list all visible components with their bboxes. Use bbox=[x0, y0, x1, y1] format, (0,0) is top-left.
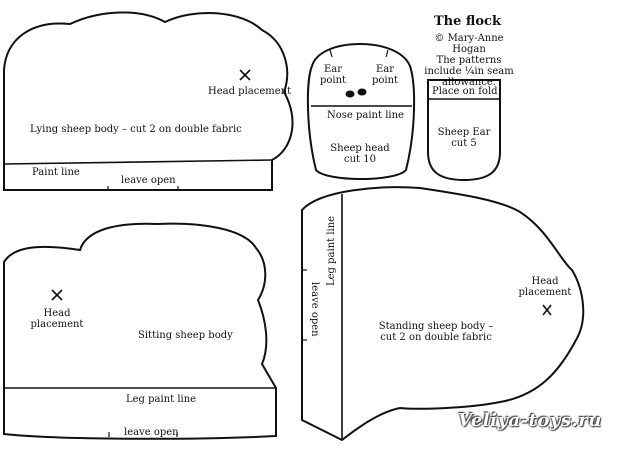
lying-paint-line-label: Paint line bbox=[32, 167, 80, 178]
watermark-logo: Veliya-toys.ru bbox=[458, 410, 602, 431]
seam-allowance-note: The patterns include ¼in seam allowance. bbox=[424, 55, 514, 88]
sitting-leg-paint-line-label: Leg paint line bbox=[126, 394, 197, 405]
page-title: The flock bbox=[434, 14, 501, 29]
lying-head-placement-label: Head placement bbox=[208, 86, 292, 97]
ear-point-right-label: Ear point bbox=[371, 64, 399, 86]
lying-sheep-outline bbox=[3, 11, 294, 191]
lying-sheep-body-label: Lying sheep body – cut 2 on double fabri… bbox=[30, 124, 242, 135]
standing-head-placement-cross-icon bbox=[542, 304, 552, 316]
right-eye-icon bbox=[357, 88, 367, 96]
sitting-sheep-body-label: Sitting sheep body bbox=[138, 330, 233, 341]
lying-head-placement-cross-icon bbox=[239, 69, 251, 81]
standing-leave-open-label: leave open bbox=[309, 282, 320, 337]
copyright-text: © Mary-Anne Hogan bbox=[434, 33, 504, 55]
sheep-head-label: Sheep head cut 10 bbox=[330, 143, 390, 165]
sitting-head-placement-label: Head placement bbox=[30, 308, 84, 330]
sitting-head-placement-cross-icon bbox=[51, 289, 63, 301]
standing-head-placement-label: Head placement bbox=[518, 276, 572, 298]
standing-leg-paint-line-label: Leg paint line bbox=[326, 215, 337, 286]
left-eye-icon bbox=[345, 90, 355, 98]
sheep-head-outline bbox=[306, 42, 416, 180]
lying-leave-open-label: leave open bbox=[121, 175, 176, 186]
standing-sheep-body-label: Standing sheep body – cut 2 on double fa… bbox=[378, 321, 494, 343]
ear-point-left-label: Ear point bbox=[319, 64, 347, 86]
sitting-leave-open-label: leave open bbox=[124, 427, 179, 438]
sheep-ear-outline bbox=[427, 79, 501, 182]
ear-place-on-fold-label: Place on fold bbox=[432, 86, 498, 97]
pattern-notes: © Mary-Anne Hogan The patterns include ¼… bbox=[419, 33, 519, 88]
sitting-sheep-outline bbox=[3, 222, 277, 440]
standing-sheep-outline bbox=[301, 186, 585, 442]
sheep-ear-label: Sheep Ear cut 5 bbox=[437, 127, 491, 149]
nose-paint-line-label: Nose paint line bbox=[327, 110, 404, 121]
lying-sheep-paint-line bbox=[3, 159, 273, 165]
